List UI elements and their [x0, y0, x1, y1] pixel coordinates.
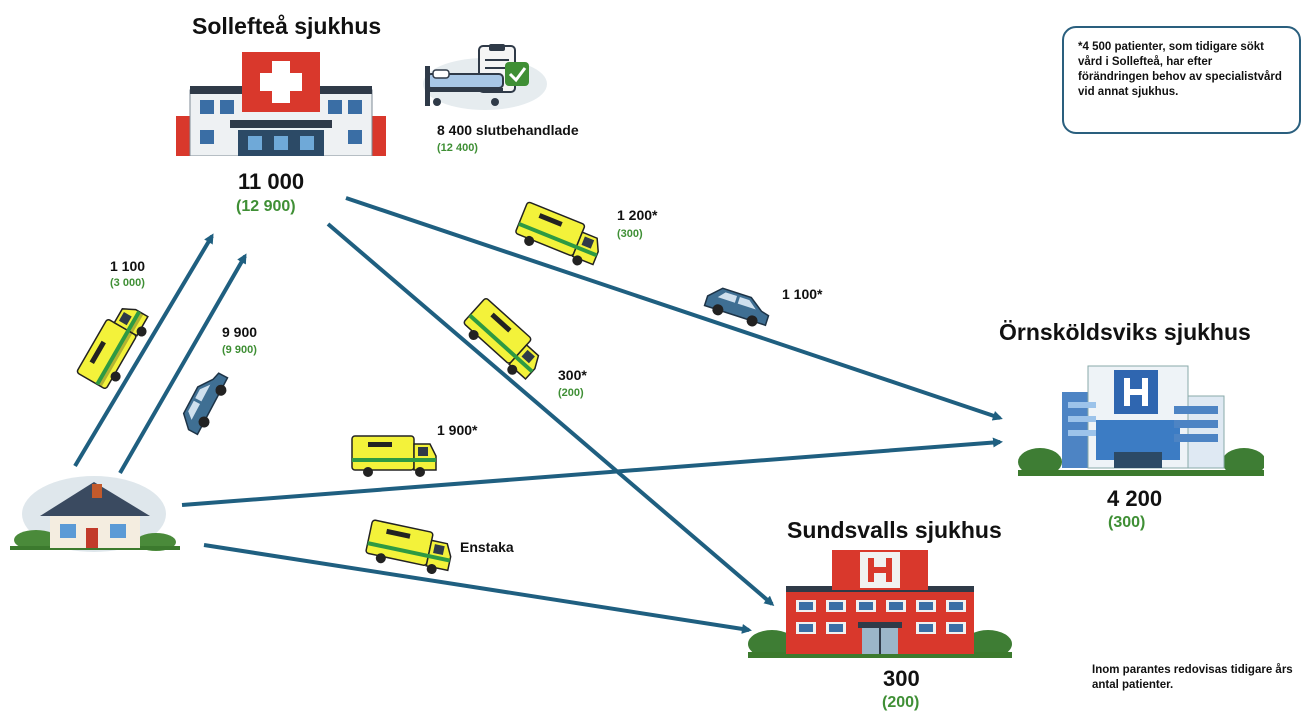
flow-solleftea-car-ornskoldsvik-value: 1 100* [782, 286, 823, 302]
sundsvall-title: Sundsvalls sjukhus [787, 517, 1002, 543]
ambulance-icon-solleftea-sundsvall [463, 298, 540, 381]
note-box: *4 500 patienter, som tidigare sökt vård… [1062, 26, 1301, 134]
flow-home-ambulance-sundsvall-value: Enstaka [460, 539, 514, 555]
ambulance-icon-home-sundsvall [365, 519, 452, 575]
flow-home-ambulance-solleftea-value: 1 100 [110, 258, 146, 274]
home-icon [10, 476, 180, 552]
arrow-home-to-sundsvall [203, 543, 752, 634]
arrow-home-to-solleftea-car [118, 253, 247, 474]
arrow-home-to-ornskoldsvik [181, 437, 1003, 507]
flow-home-car-solleftea-prev: (9 900) [222, 344, 257, 356]
solleftea-value: 11 000 [238, 169, 305, 194]
sundsvall-prev: (200) [882, 694, 920, 711]
flow-home-ambulance-ornskoldsvik-value: 1 900* [437, 422, 478, 438]
solleftea-hospital-icon [176, 52, 386, 156]
note-text: *4 500 patienter, som tidigare sökt vård… [1078, 41, 1282, 98]
sundsvall-hospital-icon [748, 550, 1012, 658]
discharged-prev: (12 400) [437, 142, 478, 154]
ambulance-icon-home-solleftea [76, 308, 149, 390]
ambulance-icon-solleftea-ornskoldsvik [515, 201, 599, 266]
footnote: Inom parantes redovisas tidigare års ant… [1092, 664, 1293, 691]
car-icon-home-solleftea [182, 372, 229, 436]
sundsvall-value: 300 [883, 666, 920, 691]
ornskoldsvik-prev: (300) [1108, 514, 1146, 531]
flow-solleftea-ambulance-sundsvall-value: 300* [558, 367, 587, 383]
flow-solleftea-ambulance-ornskoldsvik-prev: (300) [617, 228, 643, 240]
flow-home-car-solleftea-value: 9 900 [222, 324, 258, 340]
car-icon-solleftea-ornskoldsvik [703, 287, 770, 327]
flow-solleftea-ambulance-sundsvall-prev: (200) [558, 387, 584, 399]
arrow-home-to-solleftea-ambulance [73, 233, 214, 468]
flow-home-ambulance-solleftea-prev: (3 000) [110, 277, 145, 289]
arrow-solleftea-to-sundsvall [326, 222, 775, 606]
flow-solleftea-ambulance-ornskoldsvik-value: 1 200* [617, 207, 658, 223]
ornskoldsvik-title: Örnsköldsviks sjukhus [999, 319, 1251, 345]
solleftea-title: Sollefteå sjukhus [192, 13, 382, 39]
ambulance-icon-home-ornskoldsvik [351, 435, 437, 477]
discharged-bed-icon [423, 44, 547, 110]
solleftea-prev: (12 900) [236, 198, 296, 215]
discharged-label: 8 400 slutbehandlade [437, 122, 579, 138]
ornskoldsvik-value: 4 200 [1107, 486, 1163, 511]
ornskoldsvik-hospital-icon [1018, 365, 1264, 476]
arrow-solleftea-to-ornskoldsvik [345, 196, 1003, 421]
